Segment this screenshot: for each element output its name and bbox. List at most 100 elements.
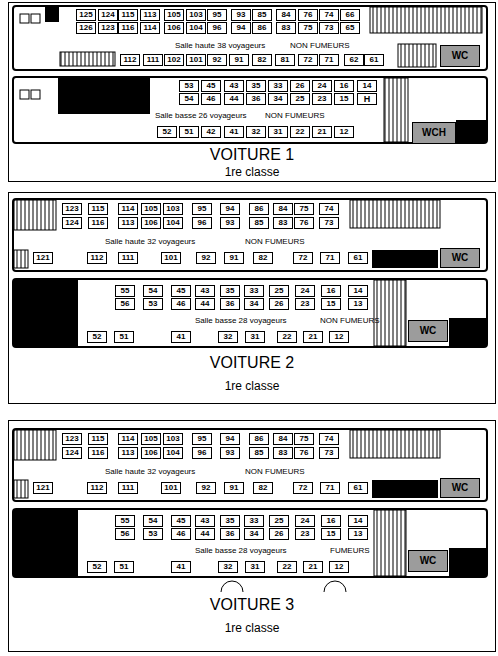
seat-number: 65 xyxy=(346,24,355,32)
seat: 114 xyxy=(118,203,138,215)
seat-number: 43 xyxy=(230,82,239,90)
seat: 116 xyxy=(118,22,138,34)
deck-label: NON FUMEURS xyxy=(245,468,305,476)
seat-number: 84 xyxy=(279,435,288,443)
seat-number: 53 xyxy=(149,300,158,308)
seat: 46 xyxy=(171,528,191,540)
seat-number: 76 xyxy=(304,11,313,19)
seat: 66 xyxy=(340,9,360,21)
seat-number: 93 xyxy=(237,11,246,19)
seat: 55 xyxy=(115,515,135,527)
seat-number: 113 xyxy=(122,219,135,227)
seat-number: 112 xyxy=(124,56,137,64)
coach-title: VOITURE 3 xyxy=(9,597,495,613)
seat-number: 53 xyxy=(149,530,158,538)
seat-number: 115 xyxy=(92,205,105,213)
seat-number: 84 xyxy=(282,11,291,19)
seat-number: 62 xyxy=(350,56,359,64)
seat: 103 xyxy=(163,433,183,445)
toilet-box: WC xyxy=(440,478,480,498)
seat-number: 21 xyxy=(309,333,318,341)
seat: 21 xyxy=(303,331,323,343)
seat: 85 xyxy=(249,447,269,459)
seat-number: 75 xyxy=(304,24,313,32)
seat-number: 91 xyxy=(235,56,244,64)
deck-label: Salle basse 28 voyageurs xyxy=(195,317,287,325)
seat-number: 45 xyxy=(177,517,186,525)
seat-number: 76 xyxy=(300,449,309,457)
seat: 45 xyxy=(201,80,221,92)
seat-number: 111 xyxy=(122,254,134,262)
seat-number: 102 xyxy=(167,56,180,64)
seat-number: 106 xyxy=(144,449,157,457)
seat-number: 14 xyxy=(354,287,363,295)
seat: 112 xyxy=(87,252,107,264)
seat: 24 xyxy=(295,515,315,527)
toilet-label: WC xyxy=(452,483,469,493)
seat: 92 xyxy=(207,54,227,66)
seat: 45 xyxy=(171,285,191,297)
seat: 62 xyxy=(344,54,364,66)
car-2-fittings xyxy=(14,200,486,346)
seat: 112 xyxy=(87,482,107,494)
seat: 95 xyxy=(192,433,212,445)
seat-number: 41 xyxy=(177,563,186,571)
seat: 92 xyxy=(196,252,216,264)
coach-panel: VOITURE 31re classeSalle haute 32 voyage… xyxy=(8,420,496,652)
seat: 21 xyxy=(303,561,323,573)
seat: 26 xyxy=(269,528,289,540)
seat: 22 xyxy=(290,126,310,138)
seat-number: 44 xyxy=(230,95,239,103)
seat-number: 94 xyxy=(226,205,235,213)
seat-number: 74 xyxy=(325,11,334,19)
seat: 32 xyxy=(218,561,238,573)
seat: 73 xyxy=(319,447,339,459)
seat-number: 73 xyxy=(325,24,334,32)
class-label: 1re classe xyxy=(9,622,495,634)
deck-outline: Salle haute 38 voyageursNON FUMEURS12512… xyxy=(12,5,488,71)
seat-number: 96 xyxy=(198,449,207,457)
seat-number: 56 xyxy=(121,530,130,538)
seat-number: 16 xyxy=(327,517,336,525)
seat: 84 xyxy=(273,433,293,445)
seat-number: 104 xyxy=(166,449,179,457)
seat-number: 75 xyxy=(300,205,309,213)
seat-number: 33 xyxy=(250,287,259,295)
seat: 31 xyxy=(268,126,288,138)
seat: 93 xyxy=(220,217,240,229)
seat: 54 xyxy=(143,285,163,297)
seat: 54 xyxy=(179,93,199,105)
car-3-fittings xyxy=(14,430,486,592)
seat: 104 xyxy=(163,447,183,459)
seat-number: 12 xyxy=(340,128,349,136)
seat-number: 34 xyxy=(250,530,259,538)
seat-number: 121 xyxy=(36,254,49,262)
seat: 86 xyxy=(249,203,269,215)
seat: 31 xyxy=(245,561,265,573)
deck-label: Salle haute 32 voyageurs xyxy=(105,238,195,246)
seat-number: 55 xyxy=(121,287,130,295)
seat: 26 xyxy=(269,298,289,310)
seat-number: 33 xyxy=(250,517,259,525)
seat: 75 xyxy=(294,203,314,215)
seat: 52 xyxy=(87,331,107,343)
seat-number: 25 xyxy=(275,517,284,525)
seat-number: 114 xyxy=(122,205,135,213)
seat-number: 105 xyxy=(167,11,180,19)
seat-number: 12 xyxy=(335,333,344,341)
toilet-box: WC xyxy=(440,45,480,67)
seat-number: 46 xyxy=(207,95,216,103)
seat: 23 xyxy=(295,298,315,310)
seat-number: 25 xyxy=(296,95,305,103)
seat-number: 85 xyxy=(255,449,264,457)
seat: 94 xyxy=(220,203,240,215)
seat-number: 116 xyxy=(92,219,105,227)
seat-number: 125 xyxy=(79,11,92,19)
seat: 126 xyxy=(76,22,96,34)
seat-number: 35 xyxy=(252,82,261,90)
seat-number: 14 xyxy=(363,82,372,90)
seat: 76 xyxy=(294,217,314,229)
seat-number: 16 xyxy=(340,82,349,90)
seat-number: 56 xyxy=(121,300,130,308)
seat: 95 xyxy=(192,203,212,215)
